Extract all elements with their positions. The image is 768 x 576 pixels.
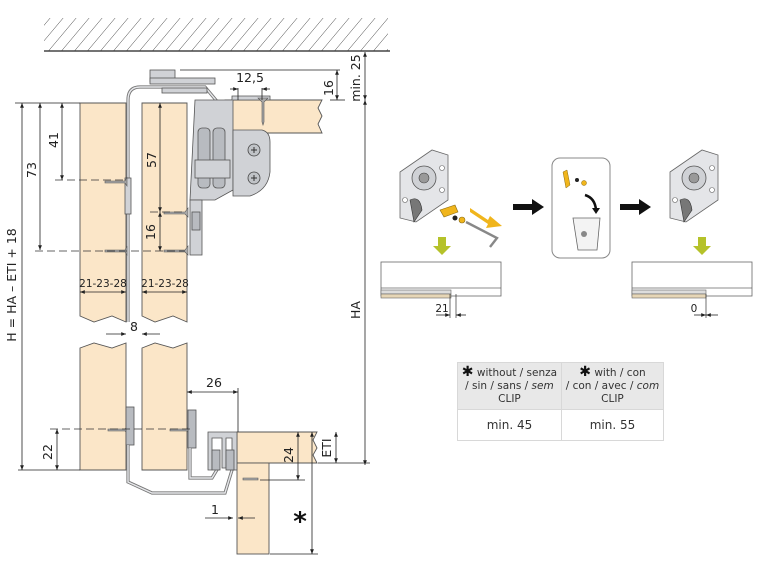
down-arrow-icon-2 xyxy=(693,237,711,255)
dim-gap-1: 1 xyxy=(211,502,219,517)
dim-24: 24 xyxy=(281,447,296,463)
bottom-shelf xyxy=(236,431,318,464)
dim-ceiling-gap: min. 25 xyxy=(348,54,363,101)
dim-22: 22 xyxy=(40,444,55,460)
header-line: with / con xyxy=(594,367,646,379)
header-line: / sin / sans / xyxy=(465,380,532,392)
header-without-clip: ✱ without / senza / sin / sans / sem CLI… xyxy=(457,362,562,410)
dim-bottom-offset: 26 xyxy=(206,375,222,390)
door-panel-left-lower xyxy=(79,342,127,471)
table-row: min. 45 min. 55 xyxy=(457,409,665,441)
dim-73: 73 xyxy=(24,162,39,178)
header-line: sem xyxy=(531,380,554,392)
arrow-right-icon-2 xyxy=(620,199,651,215)
ceiling-hatch-icon xyxy=(44,18,390,52)
arrow-right-icon xyxy=(513,199,544,215)
step1-offset-label: 21 xyxy=(435,303,448,315)
dim-41: 41 xyxy=(46,132,61,148)
header-line: CLIP xyxy=(498,393,521,405)
dim-formula: H = HA – ETI + 18 xyxy=(4,228,19,342)
value-with-clip: min. 55 xyxy=(560,409,665,441)
down-arrow-icon xyxy=(433,237,451,255)
dim-asterisk: * xyxy=(293,507,307,537)
header-line: / con / avec / xyxy=(565,380,637,392)
step1-roller-carriage-icon xyxy=(399,149,449,223)
dim-top-offset: 12,5 xyxy=(236,70,264,85)
screw-icon xyxy=(104,97,269,481)
bottom-side-panel xyxy=(236,462,270,555)
dim-eti: ETI xyxy=(319,438,334,457)
remove-arrow-icon xyxy=(470,208,502,228)
header-with-clip: ✱ with / con / con / avec / com CLIP xyxy=(560,362,665,410)
dim-57: 57 xyxy=(144,152,159,168)
value-without-clip: min. 45 xyxy=(457,409,562,441)
dim-16: 16 xyxy=(143,224,158,240)
bottom-guide xyxy=(125,406,238,495)
door-panel-right-lower xyxy=(141,342,188,471)
door-panel-left-upper xyxy=(79,102,127,323)
dim-ha: HA xyxy=(348,301,363,319)
dim-panel-thickness-right: 21-23-28 xyxy=(141,278,189,290)
top-shelf xyxy=(224,99,323,134)
clip-requirement-table: ✱ without / senza / sin / sans / sem CLI… xyxy=(457,362,665,441)
dim-panel-thickness-left: 21-23-28 xyxy=(79,278,127,290)
step1-drawer-section: 21 xyxy=(380,261,502,318)
top-track xyxy=(124,69,271,322)
header-line: com xyxy=(636,380,660,392)
header-line: without / senza xyxy=(476,367,558,379)
header-line: CLIP xyxy=(601,393,624,405)
dim-top-rail-height: 16 xyxy=(321,80,336,96)
dim-panel-gap: 8 xyxy=(130,319,138,334)
allen-key-icon xyxy=(465,220,499,248)
step3-roller-carriage-icon xyxy=(669,149,719,223)
step3-offset-label: 0 xyxy=(691,303,698,315)
asterisk-icon: ✱ xyxy=(579,364,591,380)
clip-part-icon xyxy=(439,204,466,224)
trash-bin-icon xyxy=(572,217,601,251)
step3-drawer-section: 0 xyxy=(631,261,753,318)
asterisk-icon: ✱ xyxy=(461,364,474,380)
